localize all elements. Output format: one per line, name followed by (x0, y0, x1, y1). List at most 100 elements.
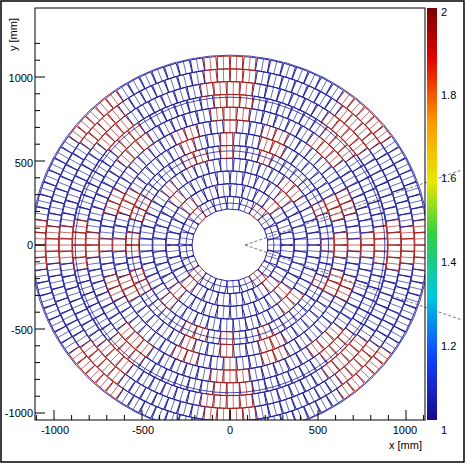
module-strip (334, 238, 347, 240)
module-strip (330, 378, 337, 388)
module-outline (348, 239, 361, 251)
module-strip (374, 232, 387, 233)
module-outline (210, 356, 223, 370)
module-outline (300, 207, 316, 223)
module-strip (336, 124, 345, 133)
color-palette (427, 8, 437, 420)
module-strip (114, 257, 127, 258)
module-strip (38, 287, 50, 290)
module-outline (230, 69, 243, 82)
module-strip (183, 62, 186, 74)
module-strip (38, 200, 50, 203)
module-strip (259, 300, 265, 311)
module-strip (401, 245, 414, 246)
module-strip (111, 291, 123, 296)
module-outline (207, 343, 221, 357)
module-strip (73, 303, 85, 308)
module-strip (279, 361, 284, 373)
module-strip (309, 75, 314, 86)
tick-mark (194, 415, 195, 420)
module-strip (266, 279, 275, 288)
module-strip (331, 87, 338, 98)
tick-mark (35, 379, 40, 380)
module-outline (224, 107, 236, 120)
module-outline (399, 263, 413, 277)
module-outline (102, 171, 119, 188)
module-strip (385, 275, 397, 278)
module-strip (164, 123, 170, 134)
module-strip (94, 200, 106, 204)
module-strip (299, 336, 306, 346)
module-outline (291, 318, 308, 335)
module-outline (332, 120, 349, 138)
module-outline (170, 172, 187, 189)
module-outline (381, 337, 398, 354)
module-outline (114, 177, 131, 194)
module-outline (414, 245, 425, 258)
module-strip (154, 231, 166, 233)
module-strip (105, 176, 116, 182)
module-strip (293, 174, 302, 183)
module-outline (214, 94, 227, 107)
module-strip (309, 152, 317, 161)
tick-mark (212, 415, 213, 420)
module-strip (330, 102, 337, 112)
module-outline (59, 239, 72, 251)
module-outline (86, 232, 99, 245)
module-strip (206, 96, 208, 109)
module-strip (391, 331, 402, 337)
module-outline (262, 198, 280, 216)
module-strip (367, 164, 378, 170)
module-outline (236, 120, 249, 134)
module-strip (342, 206, 354, 210)
module-strip (345, 268, 357, 271)
module-outline (255, 71, 269, 86)
module-outline (82, 319, 99, 336)
module-outline (388, 245, 401, 258)
module-outline (60, 213, 74, 227)
module-strip (297, 283, 308, 289)
tick-mark (300, 415, 301, 420)
module-strip (261, 59, 263, 71)
module-strip (400, 219, 413, 221)
module-strip (158, 267, 170, 272)
module-strip (144, 219, 156, 223)
module-strip (412, 275, 424, 277)
module-outline (356, 107, 374, 125)
module-strip (84, 345, 94, 353)
module-outline (321, 239, 334, 251)
module-outline (153, 225, 168, 239)
module-strip (133, 320, 142, 328)
module-strip (180, 389, 184, 401)
module-strip (351, 378, 359, 388)
module-strip (233, 396, 234, 409)
module-strip (167, 250, 180, 251)
module-outline (240, 381, 253, 395)
module-strip (58, 331, 69, 337)
module-outline (386, 220, 400, 234)
module-strip (60, 232, 73, 233)
module-outline (374, 126, 391, 143)
module-strip (293, 307, 302, 316)
module-outline (230, 171, 243, 185)
module-outline (220, 344, 232, 357)
module-strip (361, 330, 371, 337)
module-strip (199, 328, 203, 340)
module-outline (153, 239, 166, 251)
module-strip (131, 368, 138, 378)
tick-mark (35, 413, 45, 414)
module-outline (108, 189, 124, 205)
module-strip (132, 212, 144, 216)
module-strip (275, 144, 280, 155)
module-outline (377, 320, 394, 337)
module-strip (321, 399, 327, 410)
module-outline (309, 301, 326, 318)
module-strip (340, 110, 348, 120)
module-outline (347, 374, 364, 392)
module-strip (100, 378, 108, 388)
tick-label: 1000 (393, 425, 417, 436)
module-outline (315, 77, 332, 94)
module-strip (269, 294, 277, 304)
module-strip (385, 314, 396, 319)
